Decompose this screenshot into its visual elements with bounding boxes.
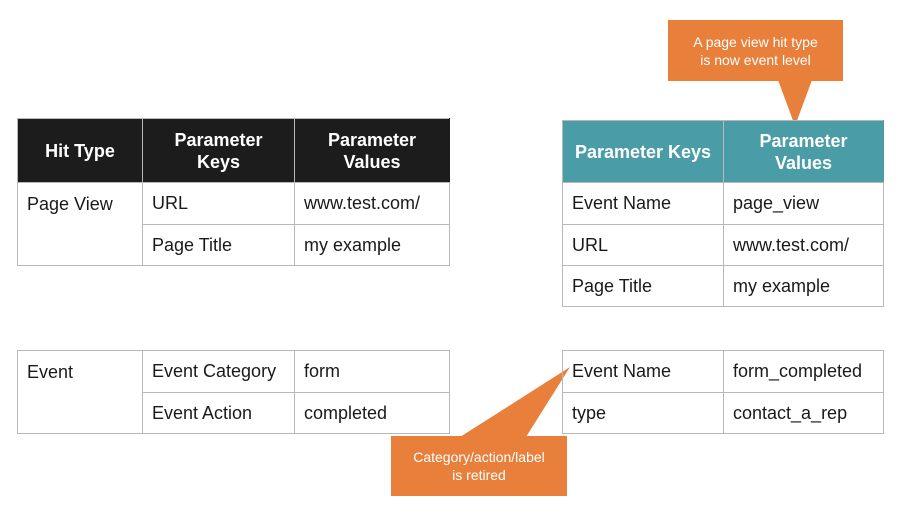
hit-type-cell: Event xyxy=(17,350,143,434)
bottom-callout: Category/action/label is retired xyxy=(391,436,567,496)
top-callout-pointer xyxy=(778,80,812,126)
table-header-row: Parameter Keys Parameter Values xyxy=(562,120,884,183)
table-row: Event Name form_completed xyxy=(562,350,884,393)
value-cell: page_view xyxy=(723,182,884,225)
callout-line: Category/action/label xyxy=(413,449,545,465)
table-row: Page View URL www.test.com/ xyxy=(17,182,450,266)
table-row: Page Title my example xyxy=(18,224,450,266)
table-row: Event Event Category form xyxy=(17,350,450,434)
ua-event-table: Event Event Category form Event Action c… xyxy=(17,350,450,434)
table-header-row: Hit Type Parameter Keys Parameter Values xyxy=(17,118,450,183)
key-cell: type xyxy=(562,392,724,434)
key-cell: Event Category xyxy=(142,350,295,393)
key-cell: URL xyxy=(562,224,724,266)
callout-line: is now event level xyxy=(700,51,811,68)
header-parameter-values: Parameter Values xyxy=(294,118,450,183)
value-cell: www.test.com/ xyxy=(723,224,884,266)
ga4-pageview-table: Parameter Keys Parameter Values Event Na… xyxy=(562,120,884,307)
key-cell: Event Name xyxy=(562,182,724,225)
key-cell: Page Title xyxy=(562,265,724,307)
key-cell: URL xyxy=(142,182,295,225)
ga4-event-table: Event Name form_completed type contact_a… xyxy=(562,350,884,434)
value-cell: form_completed xyxy=(723,350,884,393)
header-parameter-keys: Parameter Keys xyxy=(142,118,295,183)
value-cell: www.test.com/ xyxy=(294,182,450,225)
table-row: Event Action completed xyxy=(18,392,450,434)
table-row: Event Name page_view xyxy=(562,182,884,225)
table-row: URL www.test.com/ xyxy=(562,224,884,266)
hit-type-cell: Page View xyxy=(17,182,143,266)
value-cell: contact_a_rep xyxy=(723,392,884,434)
key-cell: Event Name xyxy=(562,350,724,393)
callout-line: is retired xyxy=(452,467,506,483)
header-hit-type: Hit Type xyxy=(17,118,143,183)
bottom-callout-pointer xyxy=(460,367,570,437)
callout-line: A page view hit type xyxy=(693,33,818,50)
ua-pageview-table: Hit Type Parameter Keys Parameter Values… xyxy=(17,118,450,266)
value-cell: completed xyxy=(294,392,450,434)
header-parameter-values: Parameter Values xyxy=(723,120,884,183)
top-callout: A page view hit type is now event level xyxy=(668,20,843,81)
table-row: type contact_a_rep xyxy=(562,392,884,434)
value-cell: my example xyxy=(294,224,450,266)
header-parameter-keys: Parameter Keys xyxy=(562,120,724,183)
key-cell: Page Title xyxy=(142,224,295,266)
key-cell: Event Action xyxy=(142,392,295,434)
value-cell: my example xyxy=(723,265,884,307)
value-cell: form xyxy=(294,350,450,393)
table-row: Page Title my example xyxy=(562,265,884,307)
